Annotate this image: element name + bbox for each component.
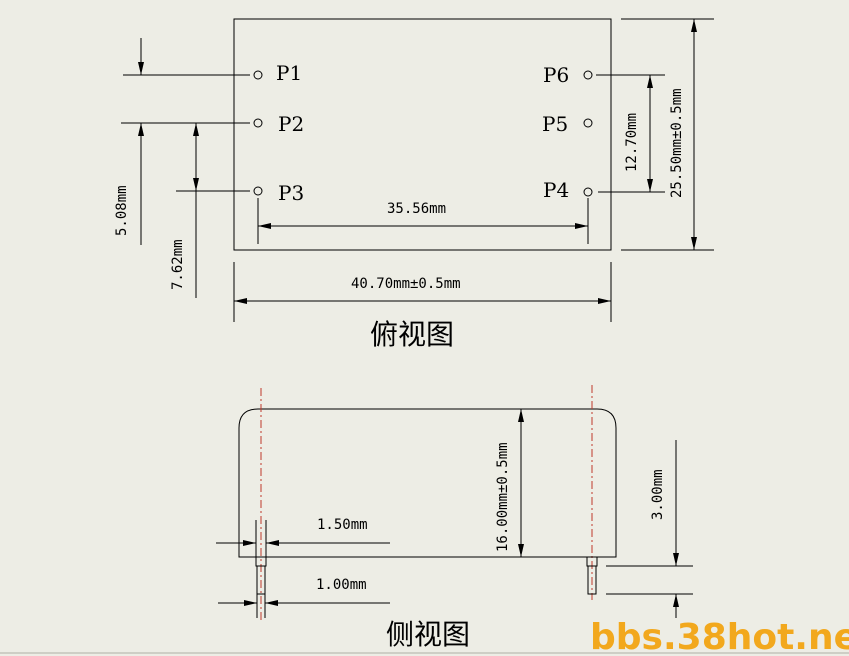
dim-pitch-left: 5.08mm 7.62mm [114,38,250,298]
module-outline-top [233,18,612,251]
pin-p6-hole [583,70,593,80]
pin-label-p2: P2 [278,112,304,136]
dim-body-height: 16.00mm±0.5mm [495,409,524,557]
dim-label-5-08: 5.08mm [114,185,130,236]
top-view-title: 俯视图 [370,318,454,351]
dim-label-40-70: 40.70mm±0.5mm [351,276,461,292]
side-view-title: 侧视图 [386,618,470,651]
dim-label-12-70: 12.70mm [624,113,640,172]
watermark-text: bbs.38hot.net [590,617,849,656]
pin-label-p1: P1 [276,61,302,85]
dim-label-7-62: 7.62mm [170,239,186,290]
pin-p1-hole [253,70,263,80]
pin-p3-hole [253,186,263,196]
pin-label-p3: P3 [278,181,304,205]
dim-label-25-50: 25.50mm±0.5mm [669,88,685,198]
pin-p4-hole [583,187,593,197]
pin-p2-hole [253,118,263,128]
dim-label-16-00: 16.00mm±0.5mm [495,442,511,552]
side-view: 1.50mm 1.00mm 16.00mm±0.5mm 3 [216,385,693,651]
pin-right-side [586,556,598,595]
pin-label-p5: P5 [542,112,568,136]
pin-label-p6: P6 [543,63,569,87]
module-outline-side [238,408,617,558]
dim-row-spacing: 12.70mm [596,74,665,193]
dim-pin-span: 35.56mm [257,198,589,244]
pin-p5-hole [583,118,593,128]
dim-width-top: 40.70mm±0.5mm [233,262,612,322]
pin-label-p4: P4 [543,178,569,202]
dim-height-top: 25.50mm±0.5mm [621,18,714,251]
dim-label-35-56: 35.56mm [387,201,446,217]
dim-pin-length: 3.00mm [606,440,693,618]
top-view: P1 P2 P3 P6 P5 P4 5.08mm 7.62mm [114,18,714,351]
dim-pin-width-bottom: 1.00mm [218,577,390,618]
pin-left-side [255,556,267,595]
dim-label-1-50: 1.50mm [317,517,368,533]
dim-label-3-00: 3.00mm [650,469,666,520]
dim-label-1-00: 1.00mm [316,577,367,593]
dim-pin-width-top: 1.50mm [216,517,390,557]
